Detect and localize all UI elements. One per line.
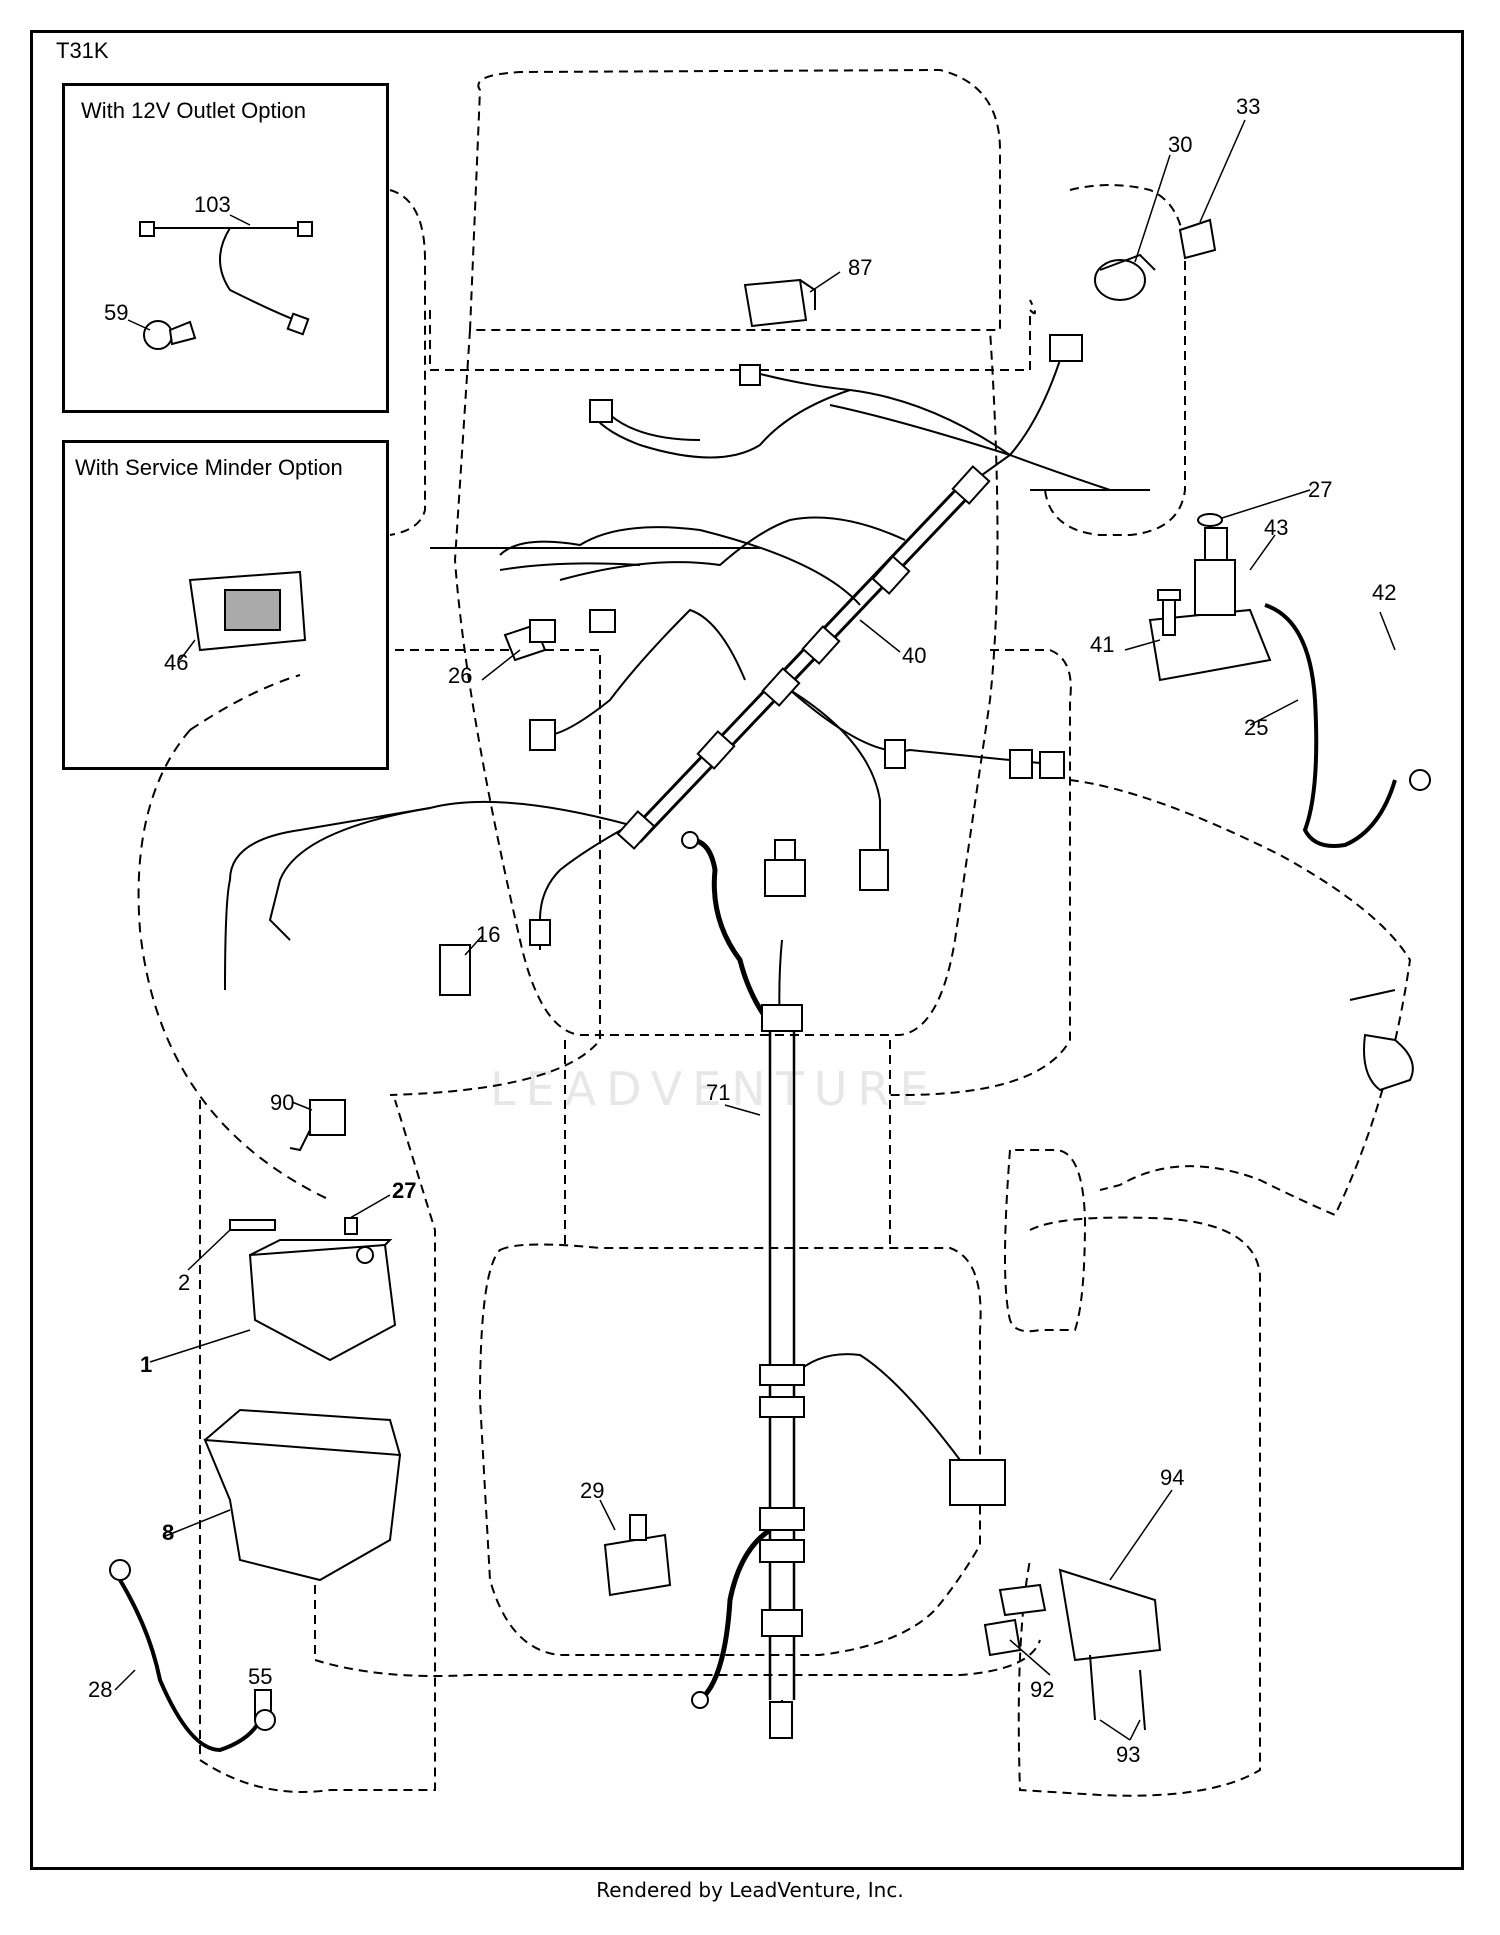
- callout-label: 46: [164, 650, 188, 675]
- callout-label: 55: [248, 1664, 272, 1689]
- option-box-service-minder: With Service Minder Option: [62, 440, 389, 770]
- callout-label: 27: [392, 1178, 416, 1203]
- callout-label: 94: [1160, 1465, 1184, 1490]
- callout-label: 93: [1116, 1742, 1140, 1767]
- callout-label: 16: [476, 922, 500, 947]
- callout-label: 26: [448, 663, 472, 688]
- callout-label: 59: [104, 300, 128, 325]
- callout-label: 43: [1264, 515, 1288, 540]
- watermark: LEADVENTURE: [490, 1062, 939, 1116]
- callout-label: 87: [848, 255, 872, 280]
- diagram-id: T31K: [56, 38, 109, 63]
- callout-label: 29: [580, 1478, 604, 1503]
- callout-label: 27: [1308, 477, 1332, 502]
- callout-label: 30: [1168, 132, 1192, 157]
- option-title: With Service Minder Option: [75, 455, 343, 480]
- callout-label: 42: [1372, 580, 1396, 605]
- footer-credit: Rendered by LeadVenture, Inc.: [596, 1878, 904, 1902]
- option-title: With 12V Outlet Option: [81, 98, 306, 123]
- harness-clamps: [616, 465, 1065, 850]
- callout-label: 90: [270, 1090, 294, 1115]
- diagram-frame: [30, 30, 1464, 1870]
- callout-label: 2: [178, 1270, 190, 1295]
- harness-71: [689, 837, 961, 1720]
- callout-labels: 103 59 46 87 30 33 27 43 42 41 25 40 26 …: [88, 94, 1396, 1767]
- callout-label: 71: [706, 1080, 730, 1105]
- callout-label: 33: [1236, 94, 1260, 119]
- callout-label: 41: [1090, 632, 1114, 657]
- callout-label: 1: [140, 1352, 152, 1377]
- harness-71-clamps: [759, 839, 806, 1739]
- callout-label: 25: [1244, 715, 1268, 740]
- callout-label: 103: [194, 192, 231, 217]
- callout-label: 8: [162, 1520, 174, 1545]
- option-box-12v-outlet: With 12V Outlet Option: [62, 83, 389, 413]
- leader-lines: [114, 119, 1396, 1741]
- callout-label: 28: [88, 1677, 112, 1702]
- component-parts: [109, 218, 1431, 1753]
- chassis-outline: [137, 68, 1412, 1797]
- callout-label: 92: [1030, 1677, 1054, 1702]
- main-harness: [224, 359, 1150, 991]
- callout-label: 40: [902, 643, 926, 668]
